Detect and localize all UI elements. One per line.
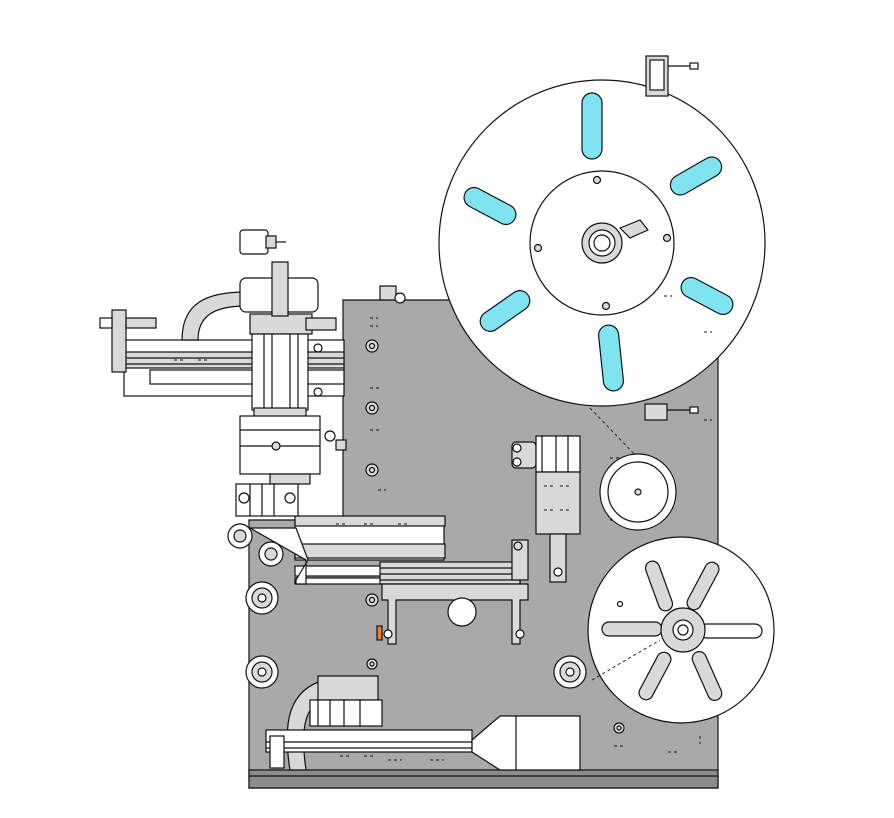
- applicator-assembly: [99, 229, 406, 517]
- bottom-sensor-bracket: [644, 403, 699, 421]
- bottom-cable-guide: [265, 675, 581, 771]
- rewind-reel: [587, 536, 775, 724]
- guide-rollers-left: [227, 523, 587, 689]
- u-bracket: [376, 583, 529, 645]
- plate-screws: [365, 317, 714, 771]
- reel-slots: [463, 92, 734, 392]
- rewind-spokes: [601, 560, 763, 701]
- peel-plate: [294, 515, 529, 585]
- center-cylinder: [511, 435, 581, 583]
- supply-reel: [438, 55, 766, 421]
- top-sensor-bracket: [645, 55, 699, 97]
- guide-roller: [599, 453, 677, 531]
